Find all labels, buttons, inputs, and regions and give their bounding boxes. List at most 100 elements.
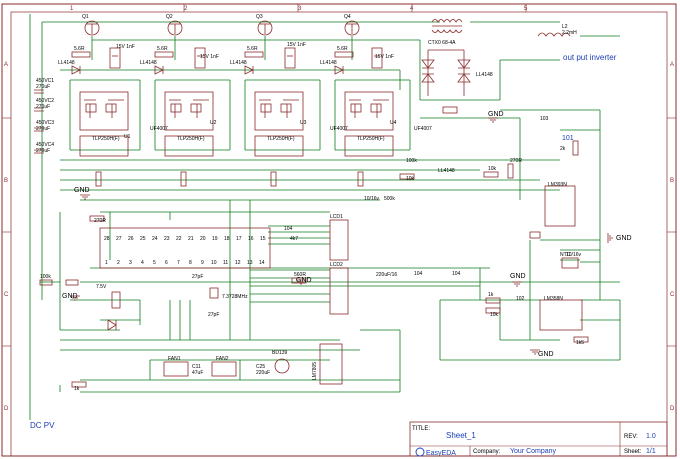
lcd1-connector (329, 219, 349, 261)
gate-zener-2 (194, 47, 206, 69)
label-q1: Q1 (82, 14, 89, 20)
gate-diode-2 (154, 65, 164, 75)
label-u1-part: TLP250H(F) (92, 136, 120, 142)
gnd-label-7: GND (616, 235, 632, 242)
col-num-1: 1 (70, 6, 74, 12)
label-r-1k5: 1k5 (576, 340, 584, 346)
label-gate-d4: LL4148 (320, 60, 337, 66)
label-q2: Q2 (166, 14, 173, 20)
cap-c3 (34, 127, 44, 132)
net-labels: out put inverter DC PV (30, 53, 617, 430)
resistor-10k-mid (483, 171, 499, 178)
mcu-pin-8: 8 (189, 260, 192, 266)
opto-u3-pins (254, 135, 304, 157)
logo-text: EasyEDA (426, 450, 456, 457)
resistor-100k-left (39, 279, 53, 286)
mcu-pin-1: 1 (105, 260, 108, 266)
mcu-pin-18: 18 (224, 236, 230, 242)
row-letter-d-right: D (670, 406, 675, 412)
title-block: TITLE: Sheet_1 REV: 1.0 EasyEDA Company:… (409, 421, 668, 457)
company-label: Company: (473, 449, 501, 455)
label-27pf-a: 27pF (192, 274, 203, 280)
label-r-1k-bottom: 1k (74, 386, 80, 392)
label-101: 101 (562, 135, 574, 142)
label-boot-cap3: 15V 1nF (287, 42, 306, 48)
row-letter-b: B (4, 178, 8, 184)
label-l2-ref: L2 (562, 24, 568, 30)
easyeda-logo-icon: EasyEDA (415, 447, 456, 457)
gate-resistor-4 (334, 51, 354, 58)
opto-u4-pins (344, 135, 394, 157)
row-letter-c-right: C (670, 292, 675, 298)
mcu-chip (99, 227, 271, 269)
label-u1: U1 (124, 134, 131, 140)
label-lm393n: LM393N (548, 182, 567, 188)
label-lm358n: LM358N (544, 296, 563, 302)
label-c1-ref: 450VC1 (36, 78, 54, 84)
label-zener-7v5: 7.5V (96, 284, 107, 290)
gate-diode-1 (71, 65, 81, 75)
row-letter-a-right: A (670, 62, 674, 68)
col-num-5: 5 (524, 6, 528, 12)
fan2 (211, 361, 237, 377)
label-u4: U4 (390, 120, 397, 126)
opto-u4 (344, 91, 394, 131)
gnd-label-2: GND (62, 293, 78, 300)
opto-input-resistor-1 (95, 171, 102, 187)
label-u2: U2 (210, 120, 217, 126)
opamp-lm393n (544, 185, 576, 227)
mcu-pin-11: 11 (223, 260, 228, 266)
mcu-pin-20: 20 (200, 236, 206, 242)
resistor-10k-left (89, 215, 105, 222)
resistor-100k (399, 173, 415, 180)
label-r-270r: 270R (510, 158, 522, 164)
opto-u2 (164, 91, 214, 131)
label-l2-val: 2.2mH (562, 30, 577, 36)
title-label: TITLE: (412, 426, 430, 432)
gnd-label-4: GND (488, 111, 504, 118)
label-u3: U3 (300, 120, 307, 126)
dc-pv-label: DC PV (30, 421, 55, 430)
label-bd139: BD139 (272, 350, 288, 356)
label-ntc: NTC (560, 252, 571, 258)
label-diode-ll4148-mid: LL4148 (438, 168, 455, 174)
opto-u1-pins (79, 135, 129, 157)
label-c25-val: 220uF (256, 370, 270, 376)
label-u2-part: TLP250H(F) (177, 136, 205, 142)
label-boot-cap2: 15V 1nF (200, 54, 219, 60)
label-c11-ref: C11 (192, 364, 201, 370)
opamp-lm358n (539, 299, 583, 331)
label-220u16: 220uF/16 (376, 272, 397, 278)
label-q3: Q3 (256, 14, 263, 20)
label-r-4k7: 4k7 (290, 236, 298, 242)
label-gate-d2: LL4148 (140, 60, 157, 66)
label-gate-r1: 5.6R (74, 46, 85, 52)
label-bridge-diode: LL4148 (476, 72, 493, 78)
label-crystal: 7.3728MHz (222, 294, 248, 300)
mcu-pin-9: 9 (201, 260, 204, 266)
label-lcd1: LCD1 (330, 214, 343, 220)
label-cap-102: 102 (516, 296, 525, 302)
diode-ll4148-left (107, 319, 117, 331)
label-2k: 2k (560, 146, 566, 152)
resistor-10k-right (485, 307, 501, 314)
sheet-inner-border (10, 11, 668, 457)
label-gate-r3: 5.6R (247, 46, 258, 52)
label-gate-d3: LL4148 (230, 60, 247, 66)
label-boot-cap4: 15V 1nF (375, 54, 394, 60)
resistor-101 (572, 140, 579, 156)
label-c4-ref: 450VC4 (36, 142, 54, 148)
mcu-pin-3: 3 (129, 260, 132, 266)
label-c2-val: 270uF (36, 104, 50, 110)
title-value: Sheet_1 (446, 431, 476, 440)
label-uf4007-2: UF4007 (330, 126, 348, 132)
opto-input-resistor-4 (357, 171, 364, 187)
transistor-q3 (257, 20, 273, 36)
resistor-bottom-left (71, 381, 87, 388)
gnd-label-6: GND (538, 351, 554, 358)
label-r-10k-left: 270R (94, 218, 106, 224)
mcu-top-pins: 28 27 26 25 24 23 22 21 20 19 18 17 16 1… (104, 236, 266, 242)
label-fan1: FAN1 (168, 356, 181, 362)
transistor-q4 (344, 20, 360, 36)
label-r-100k: 100k (406, 158, 417, 164)
